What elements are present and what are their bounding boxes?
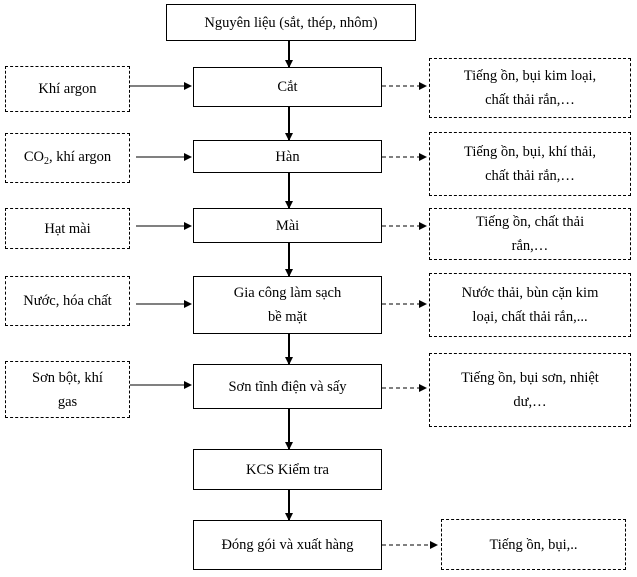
- output-weld-label-line2: chất thải rắn,…: [485, 168, 575, 184]
- output-cut-label-line2: chất thải rắn,…: [485, 92, 575, 108]
- output-paint-label-line2: dư,…: [513, 394, 547, 410]
- step-kcs-box: KCS Kiểm tra: [193, 449, 382, 490]
- output-clean-label-line1: Nước thải, bùn cặn kim: [461, 285, 599, 301]
- step-clean-label-line2: bề mặt: [267, 309, 308, 325]
- input-weld-box: CO2, khí argon: [5, 133, 130, 183]
- step-weld-box: Hàn: [193, 140, 382, 173]
- step-cut-box: Cắt: [193, 67, 382, 107]
- step-paint-label: Sơn tĩnh điện và sấy: [228, 378, 347, 395]
- raw-material-box: Nguyên liệu (sắt, thép, nhôm): [166, 4, 416, 41]
- input-paint-label-line1: Sơn bột, khí: [32, 369, 103, 386]
- step-pack-label: Đóng gói và xuất hàng: [221, 537, 354, 553]
- input-clean-label: Nước, hóa chất: [23, 293, 112, 309]
- input-cut-label: Khí argon: [38, 81, 97, 97]
- step-grind-label: Mài: [275, 217, 300, 234]
- output-grind-box: Tiếng ồn, chất thải rắn,…: [429, 208, 631, 260]
- step-clean-box: Gia công làm sạch bề mặt: [193, 276, 382, 334]
- input-grind-box: Hạt mài: [5, 208, 130, 249]
- step-pack-box: Đóng gói và xuất hàng: [193, 520, 382, 570]
- step-clean-label-line1: Gia công làm sạch: [233, 285, 342, 301]
- raw-material-label: Nguyên liệu (sắt, thép, nhôm): [204, 14, 378, 31]
- output-grind-label-line2: rắn,…: [511, 238, 549, 254]
- output-cut-label-line1: Tiếng ồn, bụi kim loại,: [463, 68, 597, 84]
- step-cut-label: Cắt: [277, 79, 298, 95]
- input-grind-label: Hạt mài: [44, 220, 91, 237]
- output-grind-label-line1: Tiếng ồn, chất thải: [475, 214, 585, 230]
- output-weld-label-line1: Tiếng ồn, bụi, khí thải,: [464, 144, 596, 160]
- input-weld-label: CO2, khí argon: [23, 149, 112, 167]
- output-clean-box: Nước thải, bùn cặn kim loại, chất thải r…: [429, 273, 631, 337]
- output-paint-box: Tiếng ồn, bụi sơn, nhiệt dư,…: [429, 353, 631, 427]
- input-paint-label-line2: gas: [57, 393, 78, 410]
- output-paint-label-line1: Tiếng ồn, bụi sơn, nhiệt: [461, 370, 599, 386]
- step-paint-box: Sơn tĩnh điện và sấy: [193, 364, 382, 409]
- step-kcs-label: KCS Kiểm tra: [246, 461, 329, 478]
- input-cut-box: Khí argon: [5, 66, 130, 112]
- output-pack-box: Tiếng ồn, bụi,..: [441, 519, 626, 570]
- output-pack-label: Tiếng ồn, bụi,..: [489, 536, 578, 553]
- output-clean-label-line2: loại, chất thải rắn,...: [472, 309, 588, 325]
- step-weld-label: Hàn: [275, 148, 300, 165]
- step-grind-box: Mài: [193, 208, 382, 243]
- input-paint-box: Sơn bột, khí gas: [5, 361, 130, 418]
- output-cut-box: Tiếng ồn, bụi kim loại, chất thải rắn,…: [429, 58, 631, 118]
- output-weld-box: Tiếng ồn, bụi, khí thải, chất thải rắn,…: [429, 132, 631, 196]
- input-clean-box: Nước, hóa chất: [5, 276, 130, 326]
